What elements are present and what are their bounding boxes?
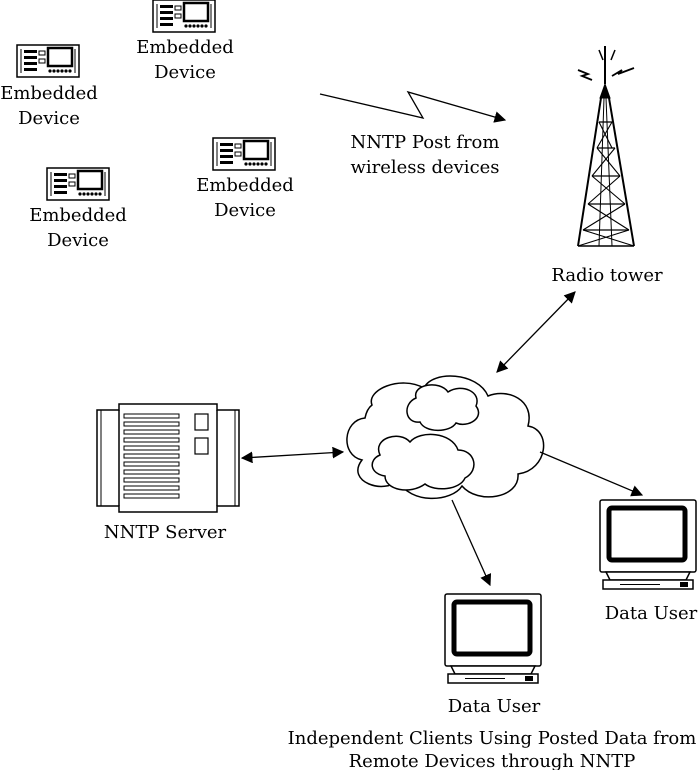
embedded-device-4: Embedded Device (29, 166, 127, 251)
computer-monitor-icon (445, 594, 541, 683)
embedded-device-label-line1: Embedded (29, 205, 127, 226)
post-label-line1: NNTP Post from (351, 132, 500, 153)
caption-line1: Independent Clients Using Posted Data fr… (288, 728, 697, 749)
data-user-label: Data User (448, 696, 541, 717)
data-user-right: Data User (600, 500, 698, 624)
network-to-user-right-link (539, 451, 644, 497)
embedded-device-label-line2: Device (214, 200, 276, 221)
computer-monitor-icon (600, 500, 696, 589)
server-network-link (240, 446, 345, 464)
network-cloud-icon (346, 375, 545, 500)
embedded-device-icon (15, 43, 81, 79)
embedded-device-3: Embedded Device (196, 136, 294, 221)
embedded-device-label-line2: Device (47, 230, 109, 251)
data-user-label: Data User (605, 603, 698, 624)
network-to-user-bottom-link (451, 499, 492, 587)
embedded-device-icon (45, 166, 111, 202)
embedded-device-icon (151, 0, 217, 34)
tower-network-link (496, 291, 576, 373)
post-label-line2: wireless devices (350, 157, 499, 178)
embedded-device-icon (211, 136, 277, 172)
embedded-device-label-line1: Embedded (136, 37, 234, 58)
radio-tower-label: Radio tower (551, 265, 663, 286)
nntp-server-label: NNTP Server (104, 522, 227, 543)
embedded-device-1: Embedded Device (136, 0, 234, 83)
embedded-device-label-line2: Device (154, 62, 216, 83)
embedded-device-label-line1: Embedded (0, 83, 98, 104)
embedded-device-label-line2: Device (18, 108, 80, 129)
embedded-device-label-line1: Embedded (196, 175, 294, 196)
radio-tower-icon (577, 46, 635, 247)
data-user-bottom: Data User (445, 594, 541, 717)
embedded-device-2: Embedded Device (0, 43, 98, 129)
nntp-server: NNTP Server (96, 403, 240, 543)
wireless-signal-arrow (319, 90, 507, 123)
caption-line2: Remote Devices through NNTP (349, 751, 636, 770)
server-icon (96, 403, 240, 513)
